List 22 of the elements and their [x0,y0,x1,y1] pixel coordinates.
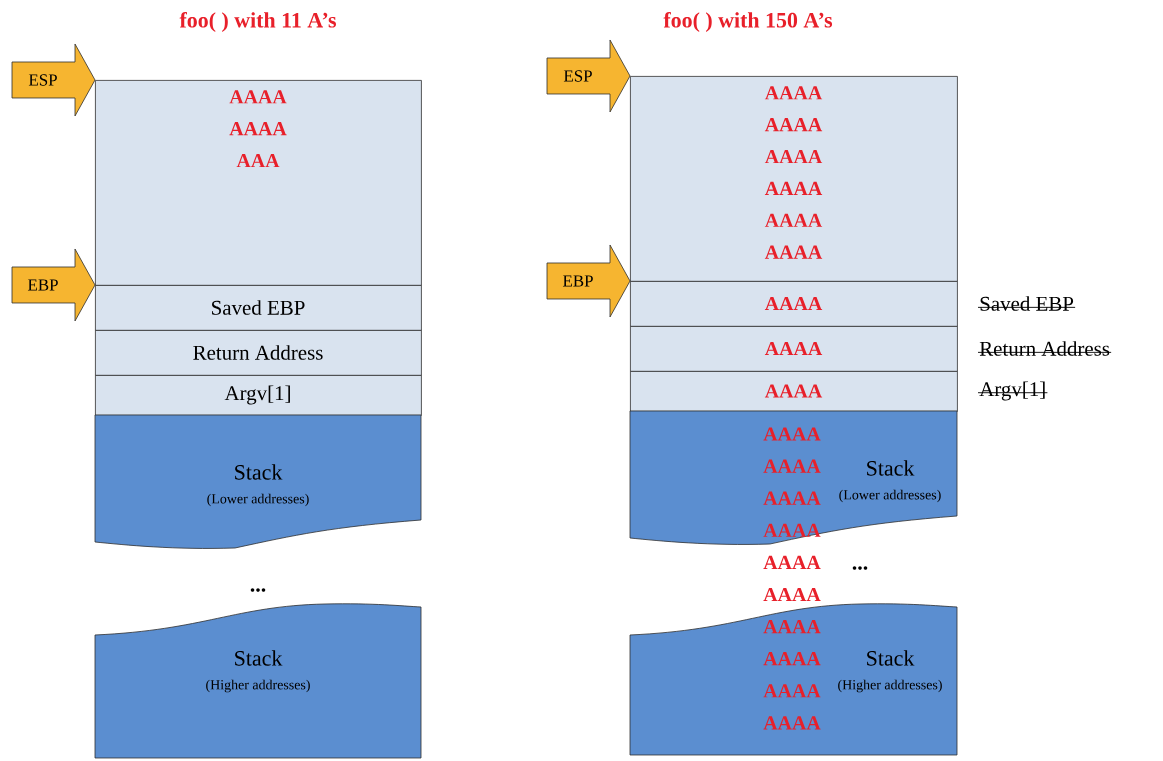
overflow-text: AAAA [763,491,821,505]
overflow-text: AAAA [763,652,821,666]
stack-region: Stack (Higher addresses) [94,603,422,759]
stack-frame-slot: Argv[1] [95,375,422,416]
overflow-text: AAAA [763,716,821,730]
panel-title: foo( ) with 11 A’s [179,11,336,33]
stack-frame-slot: AAAA [630,371,958,412]
overflow-text: AAAA [763,587,821,602]
stack-frame-slot: AAAA [630,281,958,327]
stack-frame-slot: AAAA [630,326,958,372]
overflow-text: AAAA [763,427,821,441]
ellipsis: ... [250,588,266,592]
overflow-text: AAAA [763,523,821,537]
overflow-text: AAAA [763,555,821,569]
stack-frame-slot: Saved EBP [95,285,422,331]
ellipsis: ... [852,566,868,570]
overflow-text: AAAA [763,620,821,634]
stack-region: Stack (Lower addresses) [94,414,422,549]
stack-frame-slot: Return Address [95,330,422,376]
overflow-text: AAAA [763,459,821,473]
overflow-text: AAAA [763,684,821,698]
panel-title: foo( ) with 150 A’s [663,11,833,33]
